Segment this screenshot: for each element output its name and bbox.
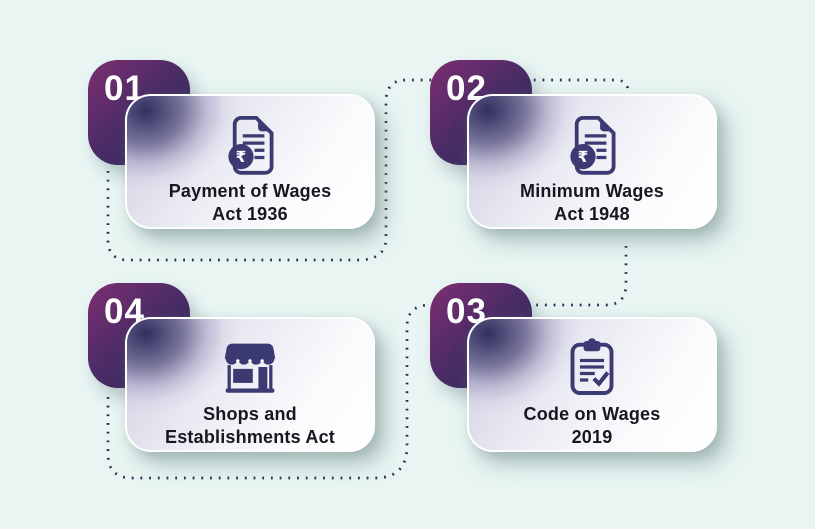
- title-line-1: Shops and: [203, 403, 297, 424]
- document-rupee-icon: ₹: [223, 111, 277, 177]
- title-line-2: Establishments Act: [165, 427, 335, 448]
- title-line-1: Payment of Wages: [168, 180, 332, 201]
- svg-text:₹: ₹: [578, 148, 589, 166]
- title-line-2: 2019: [571, 427, 613, 448]
- card-title: Shops and Establishments Act: [165, 403, 335, 451]
- card-title: Minimum Wages Act 1948: [520, 180, 664, 228]
- storefront-icon: [220, 334, 280, 400]
- title-line-1: Minimum Wages: [520, 180, 664, 201]
- title-line-2: Act 1948: [554, 204, 630, 225]
- card-title: Payment of Wages Act 1936: [169, 180, 332, 228]
- document-rupee-icon: ₹: [565, 111, 619, 177]
- connector-step1-to-step2: [106, 78, 630, 262]
- card-payment-of-wages-act: ₹ Payment of Wages Act 1936: [125, 94, 375, 229]
- svg-text:₹: ₹: [236, 148, 247, 166]
- title-line-2: Act 1936: [212, 204, 288, 225]
- card-code-on-wages: Code on Wages 2019: [467, 317, 717, 452]
- card-shops-establishments-act: Shops and Establishments Act: [125, 317, 375, 452]
- card-title: Code on Wages 2019: [524, 403, 661, 451]
- title-line-1: Code on Wages: [523, 403, 661, 424]
- card-minimum-wages-act: ₹ Minimum Wages Act 1948: [467, 94, 717, 229]
- clipboard-check-icon: [566, 334, 618, 400]
